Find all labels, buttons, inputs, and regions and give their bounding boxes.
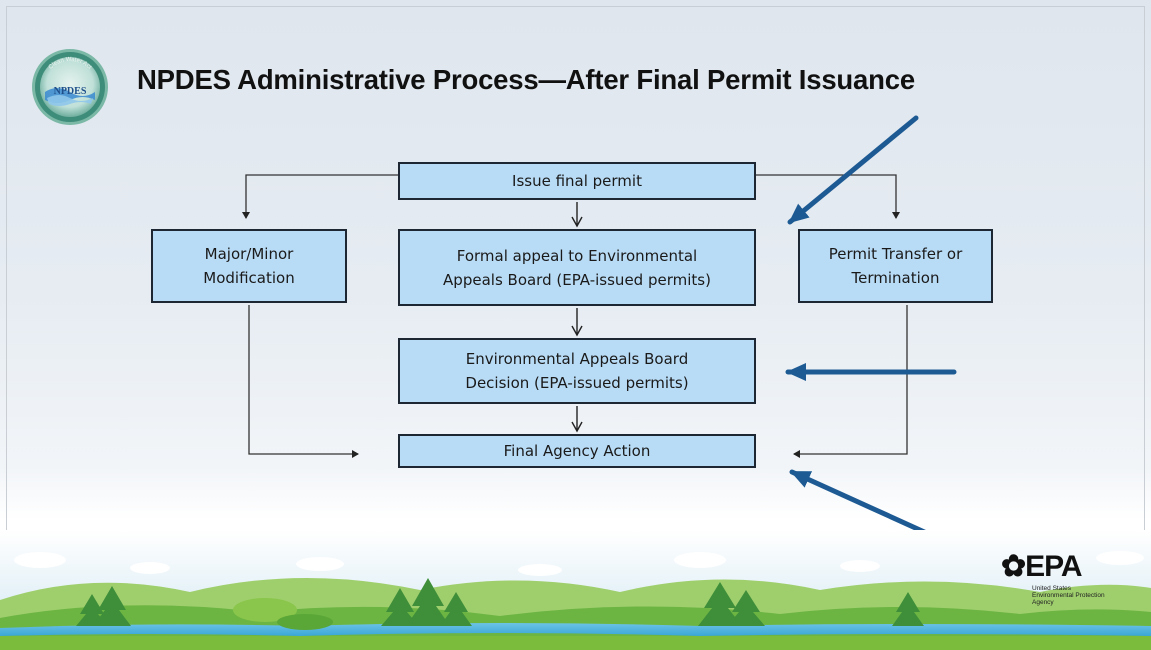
slide-title: NPDES Administrative Process—After Final… [137, 64, 915, 95]
epa-flower-icon: ✿ [1001, 550, 1026, 583]
epa-logo: ✿EPA United States Environmental Protect… [1001, 552, 1151, 622]
node-label: Issue final permit [512, 172, 642, 190]
epa-agency-name: United States Environmental Protection A… [1032, 585, 1105, 606]
node-label-line: Environmental Appeals Board [465, 350, 689, 368]
edge-issue-to-transfer [756, 174, 900, 219]
edge-modification-to-final [248, 305, 359, 458]
node-label-line: Modification [203, 269, 295, 287]
node-label-line: Formal appeal to Environmental [456, 246, 698, 265]
edge-issue-to-modification [242, 174, 398, 219]
node-issue-final-permit: Issue final permit [398, 162, 756, 200]
epa-wordmark: ✿EPA [1001, 550, 1083, 583]
landscape-banner [0, 530, 1151, 650]
trees [76, 578, 924, 626]
node-label-line: Permit Transfer or [828, 245, 963, 263]
highlight-arrow-appeal [787, 115, 919, 225]
seal-text: NPDES [54, 86, 87, 97]
node-permit-transfer-termination: Permit Transfer or Termination [798, 229, 993, 303]
node-eab-decision: Environmental Appeals Board Decision (EP… [398, 338, 756, 404]
node-label-line: Decision (EPA-issued permits) [465, 374, 689, 392]
node-label: Final Agency Action [503, 442, 651, 460]
node-label-line: Major/Minor [204, 245, 294, 263]
npdes-seal-icon: Clean Water Act NPDES [32, 49, 108, 125]
node-major-minor-modification: Major/Minor Modification [151, 229, 347, 303]
node-final-agency-action: Final Agency Action [398, 434, 756, 468]
node-label-line: Appeals Board (EPA-issued permits) [443, 270, 711, 289]
node-formal-appeal: Formal appeal to Environmental Appeals B… [398, 229, 756, 306]
node-label-line: Termination [851, 269, 940, 287]
edge-transfer-to-final [793, 305, 908, 458]
bushes [233, 598, 297, 622]
highlight-arrow-final [789, 469, 945, 543]
clouds [14, 551, 1144, 576]
